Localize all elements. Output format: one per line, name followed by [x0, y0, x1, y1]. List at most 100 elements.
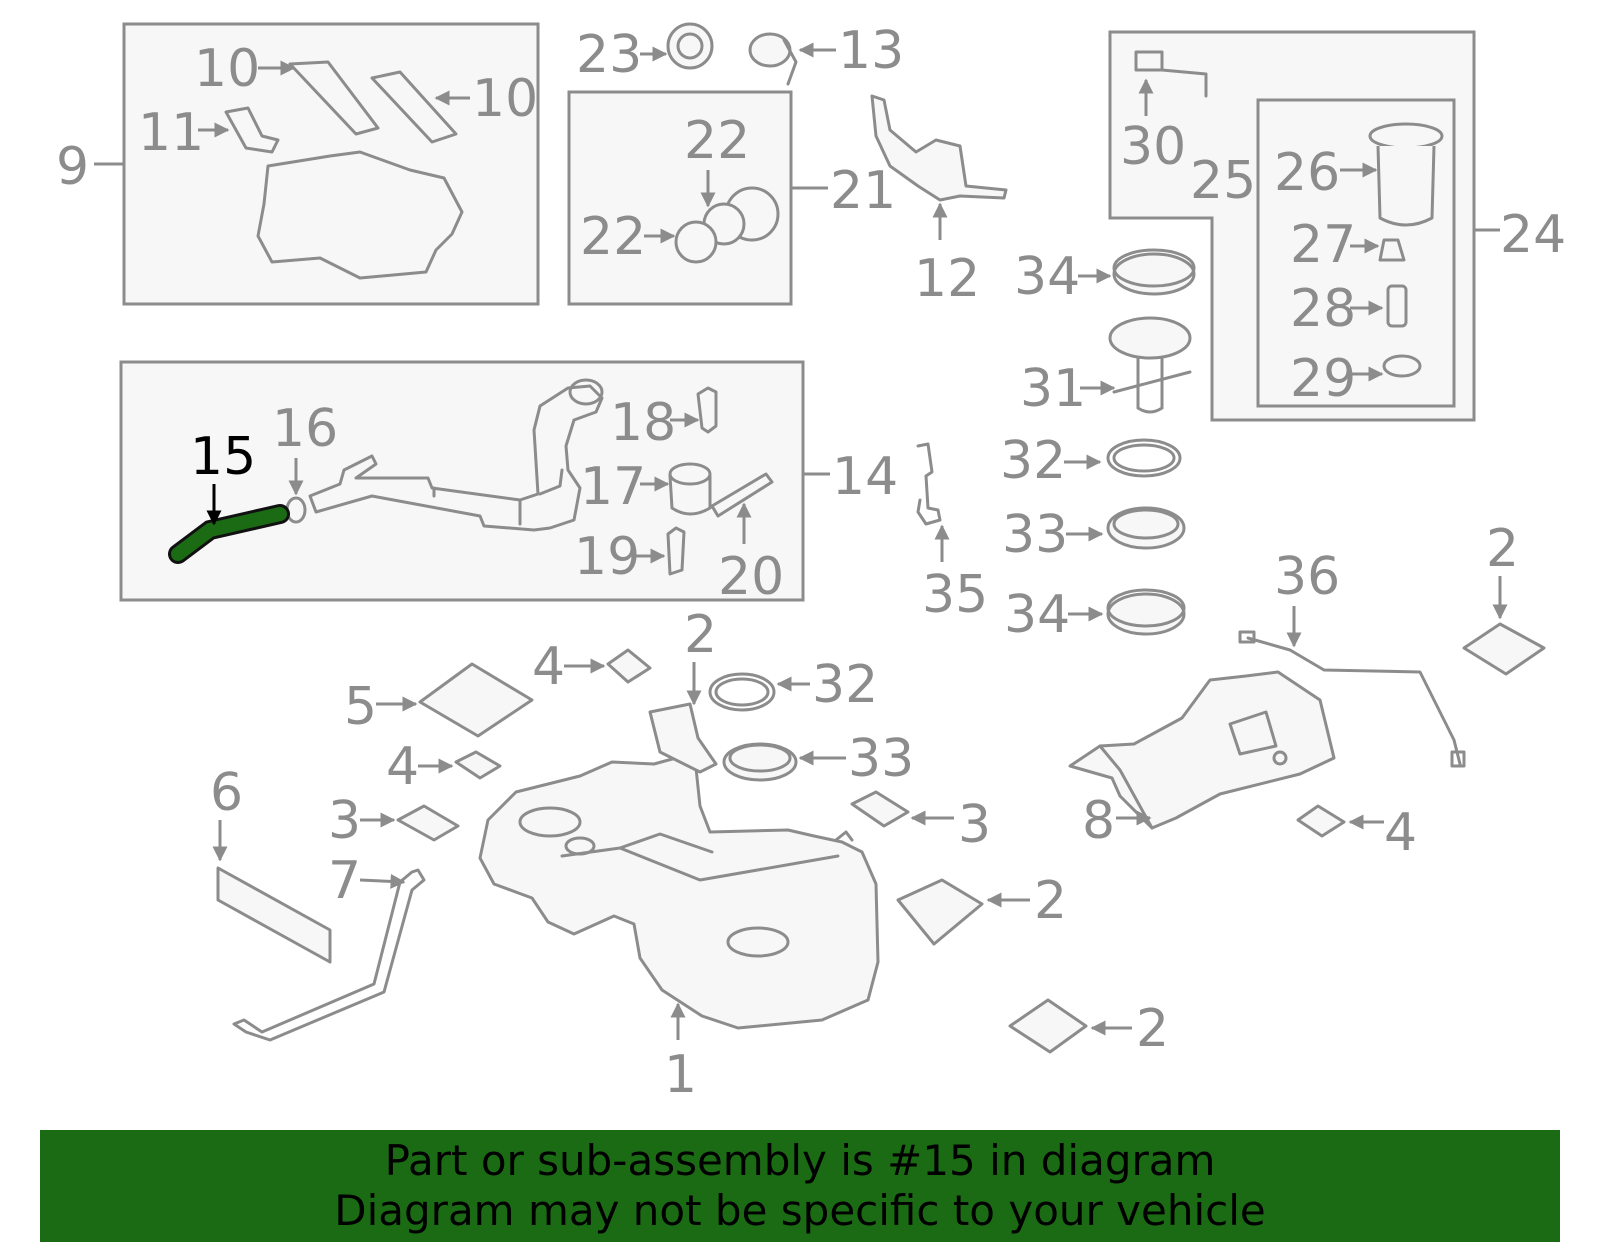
group-box-14: 14 16 15 18 17 19 20: [119, 360, 898, 607]
callout-4-middle[interactable]: 4: [386, 737, 419, 797]
part-3-pad-left[interactable]: [396, 804, 460, 842]
callout-26[interactable]: 26: [1274, 143, 1340, 203]
part-4-pad-right[interactable]: [1296, 804, 1346, 838]
part-5-pad[interactable]: [418, 662, 534, 738]
part-17-valve[interactable]: [668, 474, 712, 516]
part-23-cap[interactable]: [666, 22, 714, 70]
part-10-strip-right[interactable]: [370, 70, 458, 144]
part-6-pad[interactable]: [216, 866, 332, 964]
part-14-filler-pipe[interactable]: [308, 384, 604, 532]
callout-16[interactable]: 16: [272, 399, 338, 459]
callout-30[interactable]: 30: [1120, 117, 1186, 177]
callout-8[interactable]: 8: [1082, 791, 1115, 851]
group-box-9: 9 10 10 11: [56, 22, 540, 306]
part-3-pad-right[interactable]: [850, 790, 910, 828]
part-29-regulator[interactable]: [1382, 354, 1422, 378]
part-35-sensor[interactable]: [916, 442, 942, 526]
callout-15[interactable]: 15: [190, 427, 256, 487]
callout-5[interactable]: 5: [344, 677, 377, 737]
group-box-24: 24 25 30 26 27 28 29: [1108, 30, 1566, 422]
callout-6[interactable]: 6: [210, 763, 243, 823]
part-28-filter[interactable]: [1386, 284, 1408, 328]
part-2-pad-top-right[interactable]: [1462, 622, 1546, 676]
part-1-fuel-tank[interactable]: [478, 756, 880, 1030]
callout-13[interactable]: 13: [838, 21, 904, 81]
part-13-group: 13: [748, 21, 904, 86]
callout-22-left[interactable]: 22: [580, 207, 646, 267]
part-26-pump-module[interactable]: [1368, 122, 1444, 150]
part-4-pad-top[interactable]: [606, 648, 652, 684]
right-side-parts: 36 8 2 4: [1068, 519, 1546, 863]
callout-17[interactable]: 17: [580, 457, 646, 517]
part-22-seal-b[interactable]: [674, 220, 718, 264]
callout-31[interactable]: 31: [1020, 359, 1086, 419]
callout-33-top[interactable]: 33: [1002, 505, 1068, 565]
callout-3-left[interactable]: 3: [328, 791, 361, 851]
lower-left-parts: 4 5 4 3 6 7: [210, 637, 652, 1042]
part-15-hose-fill: [171, 507, 287, 561]
part-31-sender-unit[interactable]: [1108, 316, 1192, 360]
callout-34-bottom[interactable]: 34: [1004, 585, 1070, 645]
callout-4-right[interactable]: 4: [1384, 803, 1417, 863]
callout-29[interactable]: 29: [1290, 349, 1356, 409]
part-32-gasket-top[interactable]: [1106, 438, 1182, 478]
banner-line-2: Diagram may not be specific to your vehi…: [334, 1186, 1266, 1235]
part-2-shield-right[interactable]: [896, 878, 984, 946]
callout-4-top[interactable]: 4: [532, 637, 565, 697]
callout-36[interactable]: 36: [1274, 547, 1340, 607]
part-12-splash-shield[interactable]: [870, 94, 1008, 202]
callout-11[interactable]: 11: [138, 103, 204, 163]
part-30-sender[interactable]: [1134, 50, 1164, 72]
part-20-pad[interactable]: [710, 472, 774, 518]
callout-33-bottom[interactable]: 33: [848, 729, 914, 789]
callout-3-right[interactable]: 3: [958, 795, 991, 855]
part-34-lockring-top[interactable]: [1112, 252, 1196, 296]
callout-2-right[interactable]: 2: [1034, 871, 1067, 931]
part-8-heat-shield[interactable]: [1068, 670, 1336, 830]
part-2-pad-bottom[interactable]: [1008, 998, 1088, 1054]
part-19-clip[interactable]: [666, 526, 686, 576]
callout-24[interactable]: 24: [1500, 205, 1566, 265]
part-32-gasket-bottom[interactable]: [708, 672, 776, 712]
banner-line-1: Part or sub-assembly is #15 in diagram: [384, 1136, 1216, 1185]
part-27-valve[interactable]: [1378, 238, 1406, 262]
callout-32-bottom[interactable]: 32: [812, 655, 878, 715]
callout-18[interactable]: 18: [610, 393, 676, 453]
callout-27[interactable]: 27: [1290, 215, 1356, 275]
info-banner: Part or sub-assembly is #15 in diagram D…: [40, 1130, 1560, 1242]
group-box-21: 21 22 22: [567, 90, 896, 306]
callout-21[interactable]: 21: [830, 161, 896, 221]
callout-23[interactable]: 23: [576, 25, 642, 85]
callout-28[interactable]: 28: [1290, 279, 1356, 339]
part-36-vent-line[interactable]: [1246, 636, 1462, 766]
parts-diagram: 9 10 10 11 23 13 21 22 22: [56, 21, 1566, 1105]
callout-19[interactable]: 19: [574, 527, 640, 587]
callout-20[interactable]: 20: [718, 547, 784, 607]
callout-10-right[interactable]: 10: [472, 69, 538, 129]
part-33-seal-top[interactable]: [1106, 506, 1186, 550]
callout-32-top[interactable]: 32: [1000, 431, 1066, 491]
callout-9[interactable]: 9: [56, 137, 89, 197]
part-18-clip[interactable]: [696, 386, 718, 434]
part-10-strip-left[interactable]: [288, 60, 380, 136]
callout-10-left[interactable]: 10: [194, 39, 260, 99]
callout-14[interactable]: 14: [832, 447, 898, 507]
part-11-bracket[interactable]: [224, 106, 280, 154]
callout-7[interactable]: 7: [328, 851, 361, 911]
part-4-pad-middle[interactable]: [454, 750, 502, 780]
callout-2-tank[interactable]: 2: [684, 605, 717, 665]
callout-2-bottom[interactable]: 2: [1136, 999, 1169, 1059]
part-9-shield[interactable]: [256, 150, 464, 280]
callout-22-top[interactable]: 22: [684, 111, 750, 171]
part-16-o-ring[interactable]: [285, 496, 307, 524]
callout-25[interactable]: 25: [1190, 151, 1256, 211]
tank-group: 1 2 32 33 3 2 2: [478, 605, 1169, 1105]
part-23-group: 23: [576, 22, 714, 85]
rings-column: 34 31 32 33 34 35: [916, 247, 1196, 645]
callout-35[interactable]: 35: [922, 565, 988, 625]
callout-34-top[interactable]: 34: [1014, 247, 1080, 307]
callout-1[interactable]: 1: [664, 1045, 697, 1105]
callout-2-top-right[interactable]: 2: [1486, 519, 1519, 579]
callout-12[interactable]: 12: [914, 249, 980, 309]
part-34-lockring-bottom[interactable]: [1106, 592, 1186, 636]
